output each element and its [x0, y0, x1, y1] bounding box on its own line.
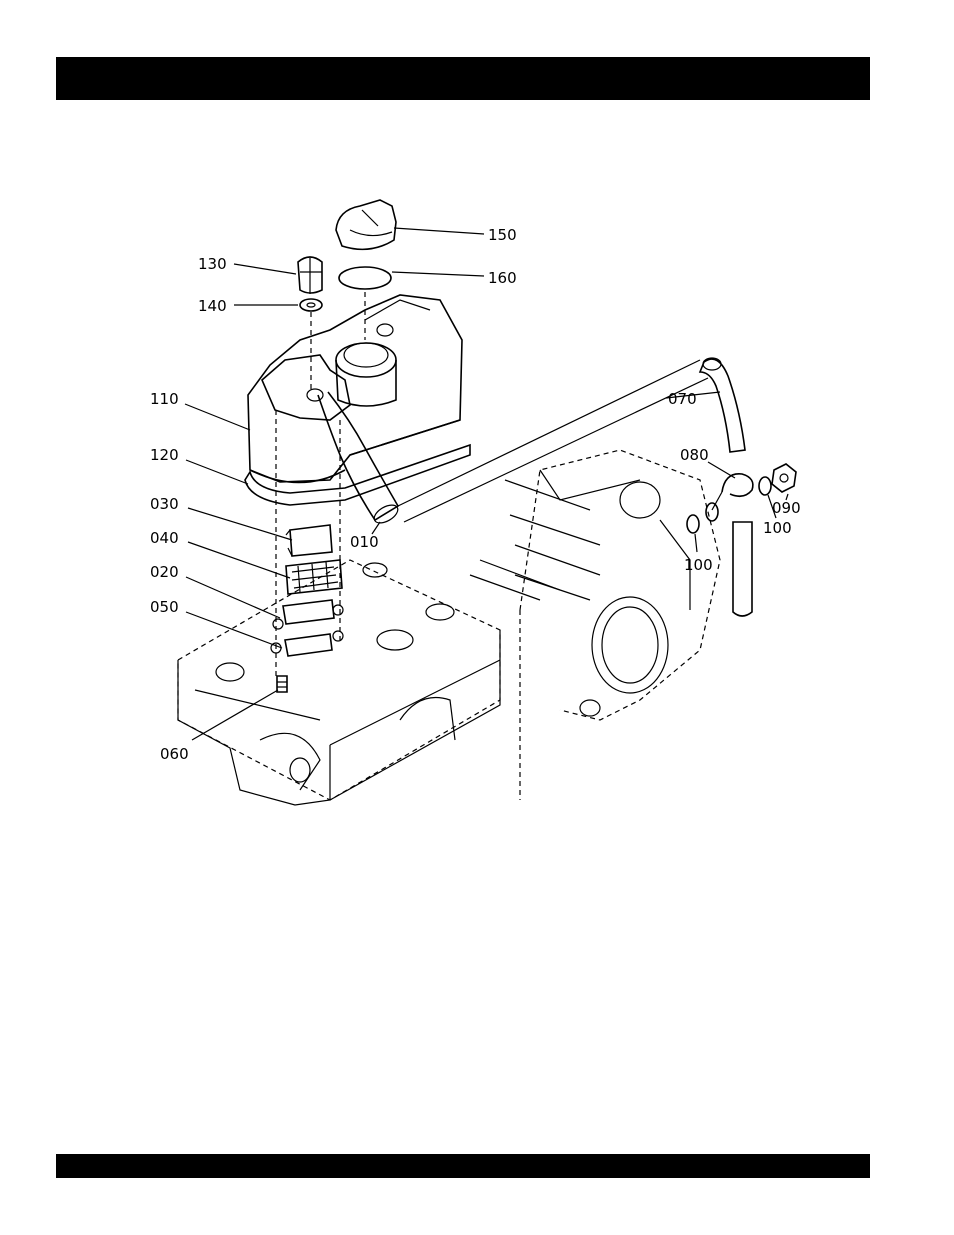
callout-150: 150 [488, 226, 517, 244]
callout-140: 140 [198, 297, 227, 315]
cylinder-head [178, 560, 500, 805]
breather-gasket [271, 631, 343, 656]
cover-gasket [245, 445, 470, 505]
callout-090: 090 [772, 499, 801, 517]
stud-bolt [277, 676, 287, 692]
callout-100-upper: 100 [763, 519, 792, 537]
callout-050: 050 [150, 598, 179, 616]
callout-030: 030 [150, 495, 179, 513]
washer [300, 299, 322, 311]
return-hose [700, 359, 745, 452]
washer-upper [759, 477, 771, 495]
callout-100-lower: 100 [684, 556, 713, 574]
hex-nut [772, 464, 796, 492]
oil-filler-cap [336, 200, 396, 249]
callout-060: 060 [160, 745, 189, 763]
engine-block [470, 450, 720, 800]
breather-cover [286, 525, 332, 556]
breather-plate [273, 600, 343, 629]
callout-160: 160 [488, 269, 517, 287]
hose-clamp [712, 474, 753, 510]
callout-070: 070 [668, 390, 697, 408]
washer-lower [687, 515, 699, 533]
drain-pipe [733, 522, 752, 616]
callout-120: 120 [150, 446, 179, 464]
callout-130: 130 [198, 255, 227, 273]
callout-110: 110 [150, 390, 179, 408]
valve-cover [248, 295, 462, 483]
footer-bar [56, 1154, 870, 1178]
callout-080: 080 [680, 446, 709, 464]
callout-040: 040 [150, 529, 179, 547]
callout-010: 010 [350, 533, 379, 551]
cap-nut [298, 257, 322, 294]
breather-element [286, 560, 342, 594]
o-ring [339, 267, 391, 289]
callout-020: 020 [150, 563, 179, 581]
